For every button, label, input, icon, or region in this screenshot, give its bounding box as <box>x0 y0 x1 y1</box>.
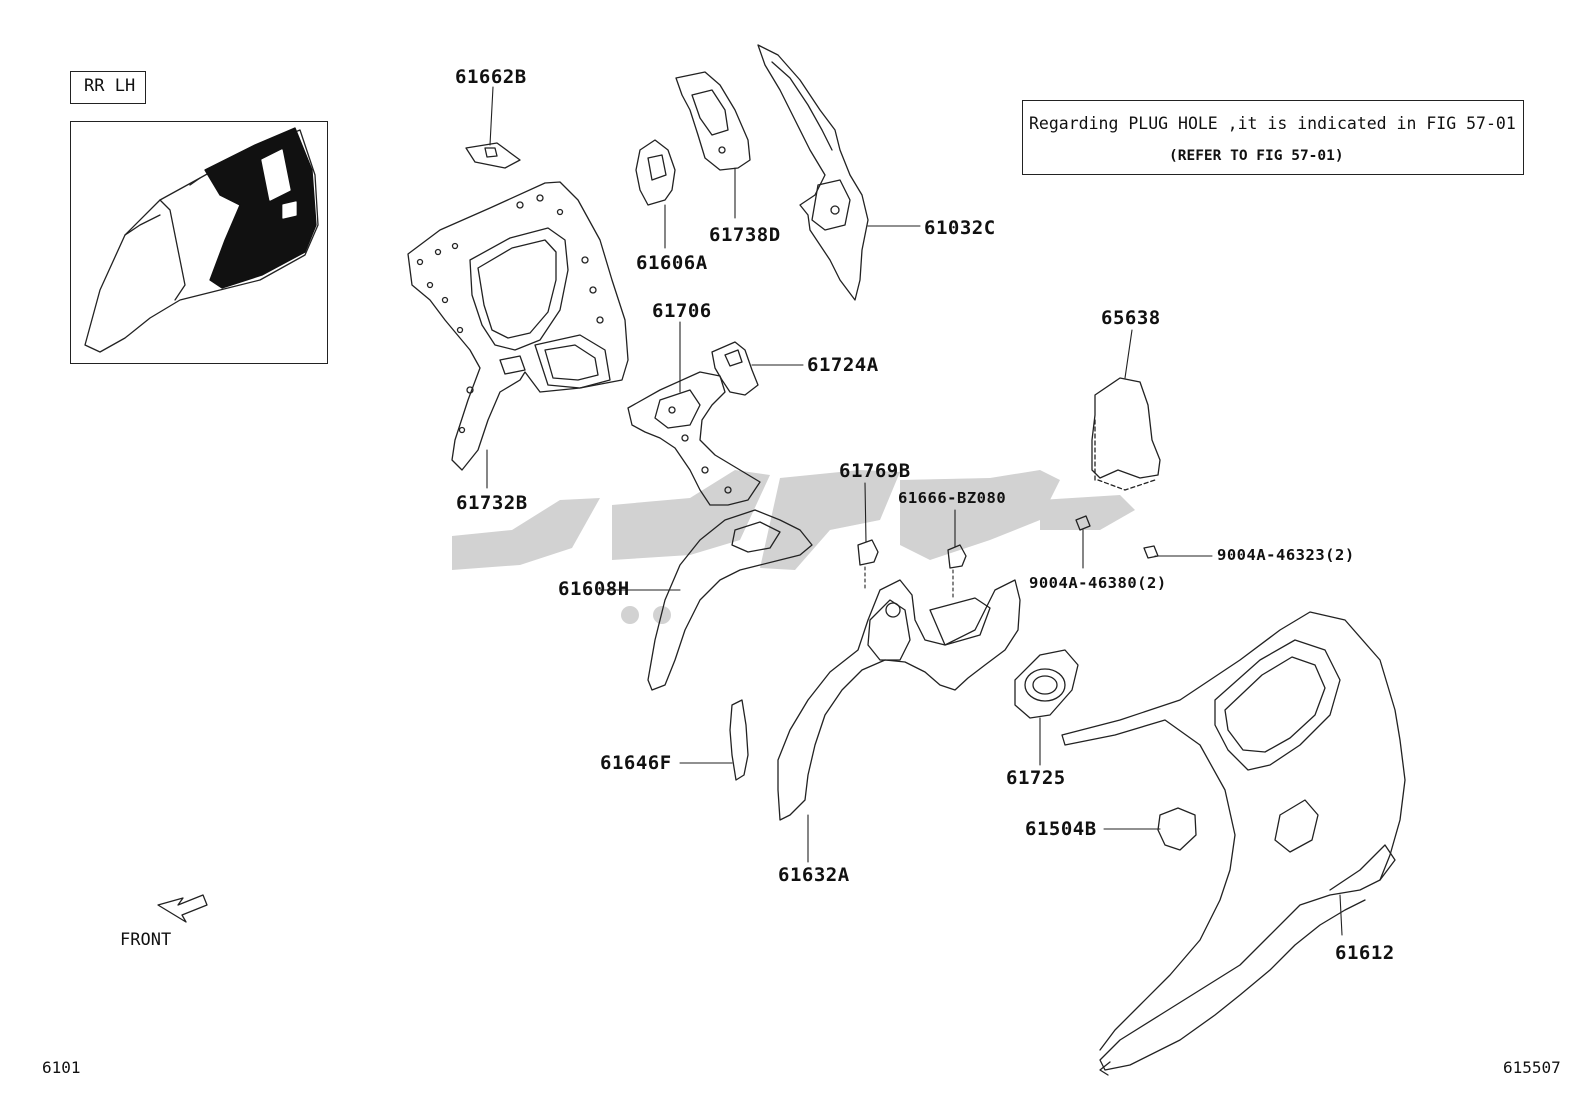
note-box: Regarding PLUG HOLE ,it is indicated in … <box>1022 100 1524 175</box>
part-61504B <box>1157 807 1197 851</box>
callout-61724A[interactable]: 61724A <box>807 354 879 376</box>
callout-61662B[interactable]: 61662B <box>455 66 527 88</box>
part-61612 <box>1061 611 1406 1076</box>
part-61724A <box>711 341 759 396</box>
callout-9004A-46380[interactable]: 9004A-46380(2) <box>1029 574 1167 592</box>
callout-61732B[interactable]: 61732B <box>456 492 528 514</box>
front-direction-label: FRONT <box>120 930 172 950</box>
callout-61725[interactable]: 61725 <box>1006 767 1066 789</box>
view-label-box: RR LH <box>70 71 146 104</box>
note-reference: (REFER TO FIG 57-01) <box>1169 148 1344 164</box>
leader-lines <box>486 86 1343 936</box>
part-61662B <box>465 142 521 169</box>
page-id: 6101 <box>42 1058 81 1077</box>
figure-id: 615507 <box>1503 1058 1561 1077</box>
part-61725 <box>1014 649 1079 719</box>
front-arrow-icon <box>157 894 208 923</box>
callout-61738D[interactable]: 61738D <box>709 224 781 246</box>
part-65638 <box>1091 377 1161 491</box>
callout-61706[interactable]: 61706 <box>652 300 712 322</box>
part-61032C <box>757 44 869 301</box>
watermark-logo <box>452 470 1135 624</box>
callout-65638[interactable]: 65638 <box>1101 307 1161 329</box>
callout-61504B[interactable]: 61504B <box>1025 818 1097 840</box>
part-61706 <box>627 371 761 506</box>
inset-highlight <box>204 127 317 289</box>
callout-61032C[interactable]: 61032C <box>924 217 996 239</box>
part-61732B <box>407 181 629 471</box>
callout-61608H[interactable]: 61608H <box>558 578 630 600</box>
callout-61612[interactable]: 61612 <box>1335 942 1395 964</box>
note-text: Regarding PLUG HOLE ,it is indicated in … <box>1029 114 1516 133</box>
part-61632A <box>777 579 1021 821</box>
callout-61606A[interactable]: 61606A <box>636 252 708 274</box>
callout-61632A[interactable]: 61632A <box>778 864 850 886</box>
part-61646F <box>729 699 749 781</box>
callout-61769B[interactable]: 61769B <box>839 460 911 482</box>
view-label: RR LH <box>84 76 136 96</box>
part-61738D <box>675 71 751 171</box>
part-61606A <box>635 139 676 206</box>
part-61666 <box>947 544 967 569</box>
inset-car-outline <box>84 129 319 353</box>
inset-vehicle-view <box>70 121 328 364</box>
part-9004A-46380 <box>1075 515 1091 531</box>
part-61608H <box>647 509 813 691</box>
callout-61646F[interactable]: 61646F <box>600 752 672 774</box>
part-61769B <box>857 539 879 566</box>
callout-9004A-46323[interactable]: 9004A-46323(2) <box>1217 546 1355 564</box>
callout-61666-BZ080[interactable]: 61666-BZ080 <box>898 489 1007 507</box>
